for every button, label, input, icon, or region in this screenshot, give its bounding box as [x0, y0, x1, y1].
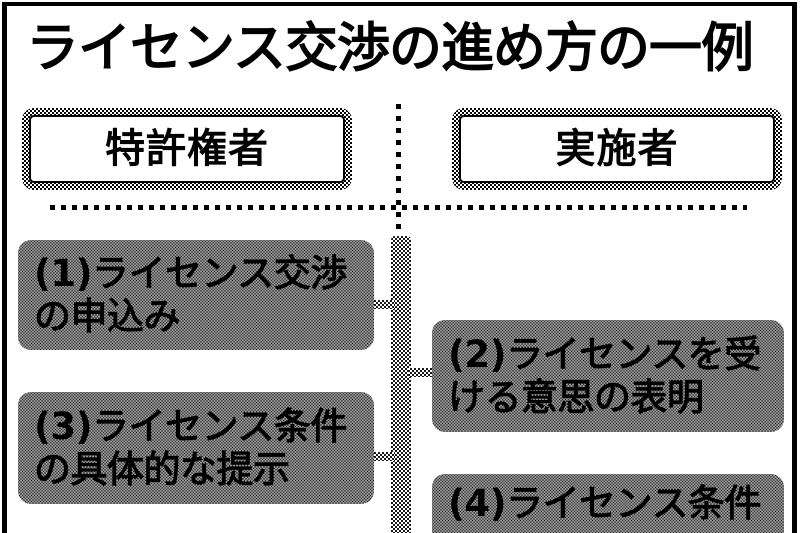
frame-rule-left: [2, 2, 7, 533]
step-label-1: (1)ライセンス交渉の申込み: [34, 251, 347, 338]
connector-step-2: [408, 368, 452, 377]
step-box-2[interactable]: (2)ライセンスを受ける意思の表明: [432, 320, 784, 432]
connector-step-3: [352, 452, 394, 461]
diagram-title: ライセンス交渉の進め方の一例: [26, 18, 754, 79]
step-label-4: (4)ライセンス条件: [448, 482, 761, 525]
step-box-3[interactable]: (3)ライセンス条件の具体的な提示: [18, 392, 374, 504]
connector-step-1: [352, 300, 394, 309]
step-box-4[interactable]: (4)ライセンス条件: [432, 474, 784, 533]
timeline-bar: [391, 236, 411, 533]
party-label-implementer: 実施者: [555, 126, 679, 172]
party-box-patent-holder: 特許権者: [22, 108, 352, 190]
party-box-implementer: 実施者: [452, 108, 782, 190]
party-label-patent-holder: 特許権者: [105, 126, 269, 172]
party-box-inner-implementer: 実施者: [459, 115, 775, 183]
party-box-inner-patent-holder: 特許権者: [29, 115, 345, 183]
step-box-1[interactable]: (1)ライセンス交渉の申込み: [18, 240, 374, 350]
step-label-2: (2)ライセンスを受ける意思の表明: [448, 332, 761, 419]
horizontal-dashed-divider: [50, 205, 747, 210]
step-label-3: (3)ライセンス条件の具体的な提示: [34, 404, 347, 491]
frame-rule-top: [4, 2, 797, 6]
vertical-dashed-divider: [396, 104, 401, 232]
frame-rule-right: [792, 2, 797, 533]
